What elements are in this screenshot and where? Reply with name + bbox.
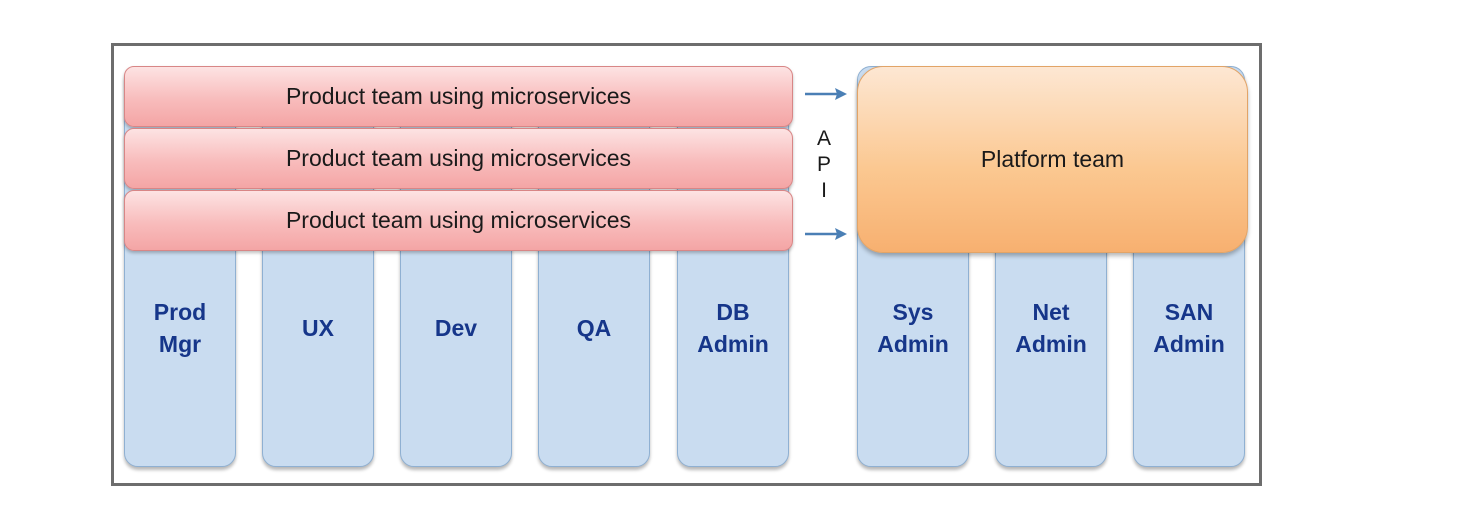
- column-label: QA: [576, 315, 612, 341]
- column-label: Dev: [434, 315, 478, 341]
- column-label: UX: [302, 315, 334, 341]
- column-label: Net Admin: [1015, 299, 1087, 357]
- api-letter: P: [816, 153, 831, 176]
- column-label: Sys Admin: [877, 299, 949, 357]
- column-label: Prod Mgr: [153, 299, 207, 357]
- column-label: SAN Admin: [1153, 299, 1225, 357]
- column-label: DB Admin: [697, 299, 769, 357]
- api-label: A P I: [811, 126, 837, 204]
- api-letter: I: [821, 179, 827, 202]
- product-team-band: Product team using microservices: [124, 128, 793, 189]
- arrow-right-icon: [805, 88, 847, 100]
- api-letter: A: [816, 127, 831, 150]
- platform-team-box: Platform team: [857, 66, 1248, 253]
- product-team-band: Product team using microservices: [124, 190, 793, 251]
- product-team-band: Product team using microservices: [124, 66, 793, 127]
- arrow-right-icon: [805, 228, 847, 240]
- diagram-frame: Prod Mgr UX Dev QA DB Admin Sys Admin Ne…: [111, 43, 1262, 486]
